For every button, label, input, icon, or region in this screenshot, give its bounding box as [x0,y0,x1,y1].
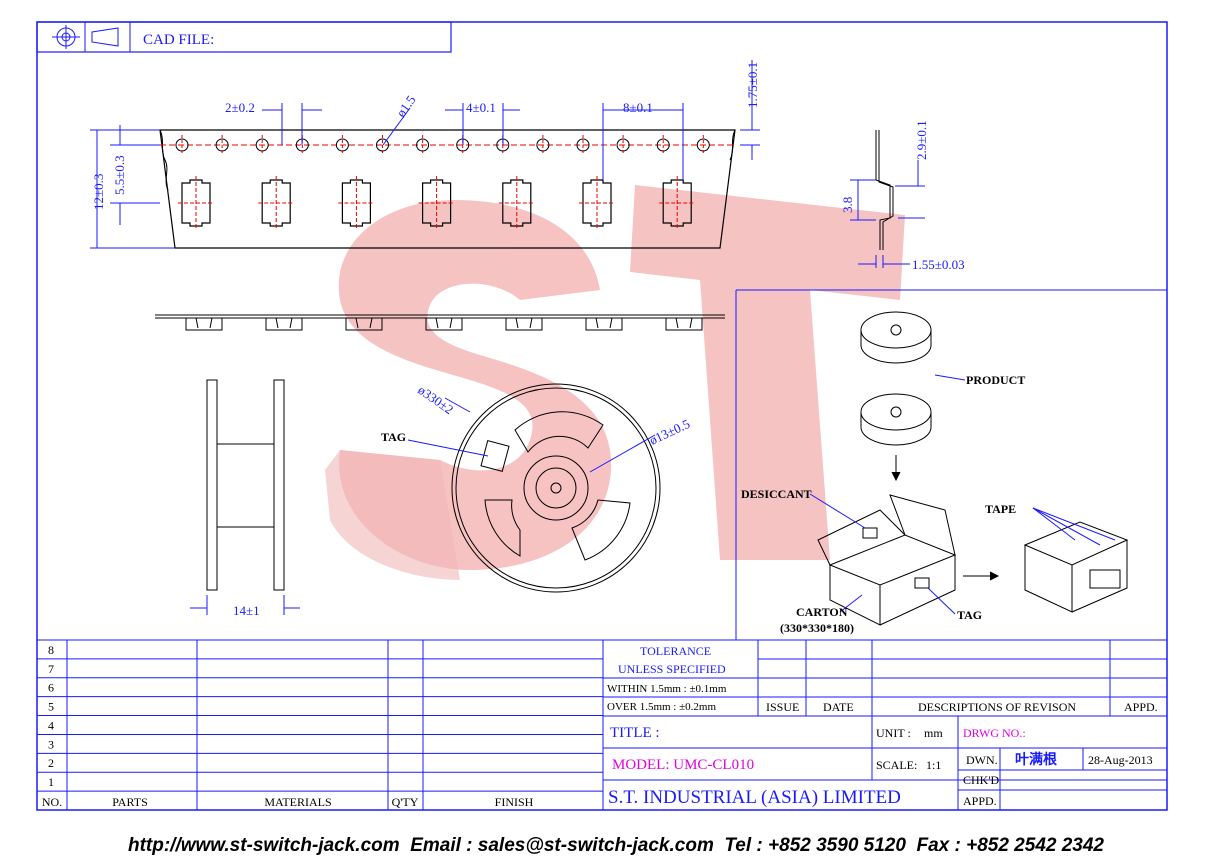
bom-row-number: 6 [48,681,54,695]
rev-desc-header: DESCRIPTIONS OF REVISON [918,700,1076,714]
tape-pocket [579,176,615,230]
dim-side-height: 2.9±0.1 [914,120,929,160]
dim-hub-dia: ø13±0.5 [647,416,692,448]
bom-header: MATERIALS [264,795,331,809]
dim-hole-pitch: 4±0.1 [466,100,496,115]
dim-pocket-pitch: 8±0.1 [623,100,653,115]
dwn-label: DWN. [966,753,998,767]
bom-row-number: 5 [48,700,54,714]
packing-frame [735,289,1167,640]
profile-pocket [665,318,703,331]
contact-footer: http://www.st-switch-jack.com Email : sa… [127,835,1104,856]
tape-dimensions [90,60,760,249]
bom-row-number: 1 [48,775,54,789]
bom-header: FINISH [495,795,534,809]
carton-label: CARTON [796,605,848,619]
profile-pocket [265,318,303,331]
title-label: TITLE : [610,725,660,741]
tape-side-profile [155,314,725,331]
dwn-date: 28-Aug-2013 [1088,753,1153,767]
scale-value: 1:1 [926,758,941,772]
cad-file-label: CAD FILE: [143,32,214,48]
reel-tag-label: TAG [381,430,406,444]
packing-illustrations [817,311,1129,626]
dim-edge: 1.75±0.1 [745,62,760,108]
dim-center: 5.5±0.3 [112,155,127,195]
dim-hole-dia: ø1.5 [393,92,418,119]
tape-pocket [418,176,455,230]
dim-width: 12±0.3 [91,174,106,210]
dim-pitch-hole: 2±0.2 [225,100,255,115]
carton-tag-label: TAG [957,608,982,622]
dwn-name: 叶满根 [1015,751,1058,768]
appd-label: APPD. [963,794,997,808]
profile-pocket [185,318,223,331]
drwg-no-label: DRWG NO.: [963,726,1026,740]
profile-pocket [585,318,623,331]
product-label: PRODUCT [966,373,1025,387]
tape-pocket [178,176,214,230]
bom-row-number: 4 [48,718,54,732]
dim-reel-dia: ø330±2 [415,382,456,417]
unit-value: mm [924,726,943,740]
model-label: MODEL: UMC-CL010 [612,757,754,773]
carrier-tape-top-view [159,129,736,249]
rev-issue-header: ISSUE [766,700,799,714]
cad-header: CAD FILE: [36,21,452,53]
projection-cone-icon [91,27,119,47]
tolerance-line2: UNLESS SPECIFIED [618,662,726,676]
tape-label: TAPE [985,502,1016,516]
bom-header: NO. [42,795,62,809]
st-watermark [325,185,905,580]
tape-pocket [258,176,295,230]
chkd-label: CHK'D [963,773,999,787]
reel-front-view [407,383,661,593]
dim-side-thickness: 1.55±0.03 [912,257,965,272]
bom-row-number: 8 [48,643,54,657]
scale-label: SCALE: [876,758,917,772]
dim-reel-width: 14±1 [233,603,260,618]
profile-pocket [425,318,463,331]
carton-size-label: (330*330*180) [780,621,854,635]
bom-row-number: 3 [48,737,54,751]
tape-side-section [850,130,925,268]
rev-date-header: DATE [823,700,854,714]
bom-header: Q'TY [392,795,419,809]
unit-label: UNIT : [876,726,911,740]
tolerance-line1: TOLERANCE [640,644,711,658]
bom-header: PARTS [112,795,148,809]
dim-side-pocket: 3.8 [840,197,855,213]
packing-leaders [809,374,1116,615]
tape-pocket [659,176,696,230]
tolerance-line4: OVER 1.5mm : ±0.2mm [607,701,716,713]
tape-pocket [338,176,375,230]
reel-side-view [190,379,300,615]
tolerance-line3: WITHIN 1.5mm : ±0.1mm [607,683,727,695]
profile-pocket [345,318,383,331]
profile-pocket [505,318,543,331]
company-name: S.T. INDUSTRIAL (ASIA) LIMITED [608,787,901,808]
title-block [37,639,1167,811]
bom-row-number: 2 [48,756,54,770]
tape-pocket [498,176,535,230]
rev-appd-header: APPD. [1124,700,1158,714]
bom-row-number: 7 [48,662,54,676]
desiccant-label: DESICCANT [741,487,812,501]
